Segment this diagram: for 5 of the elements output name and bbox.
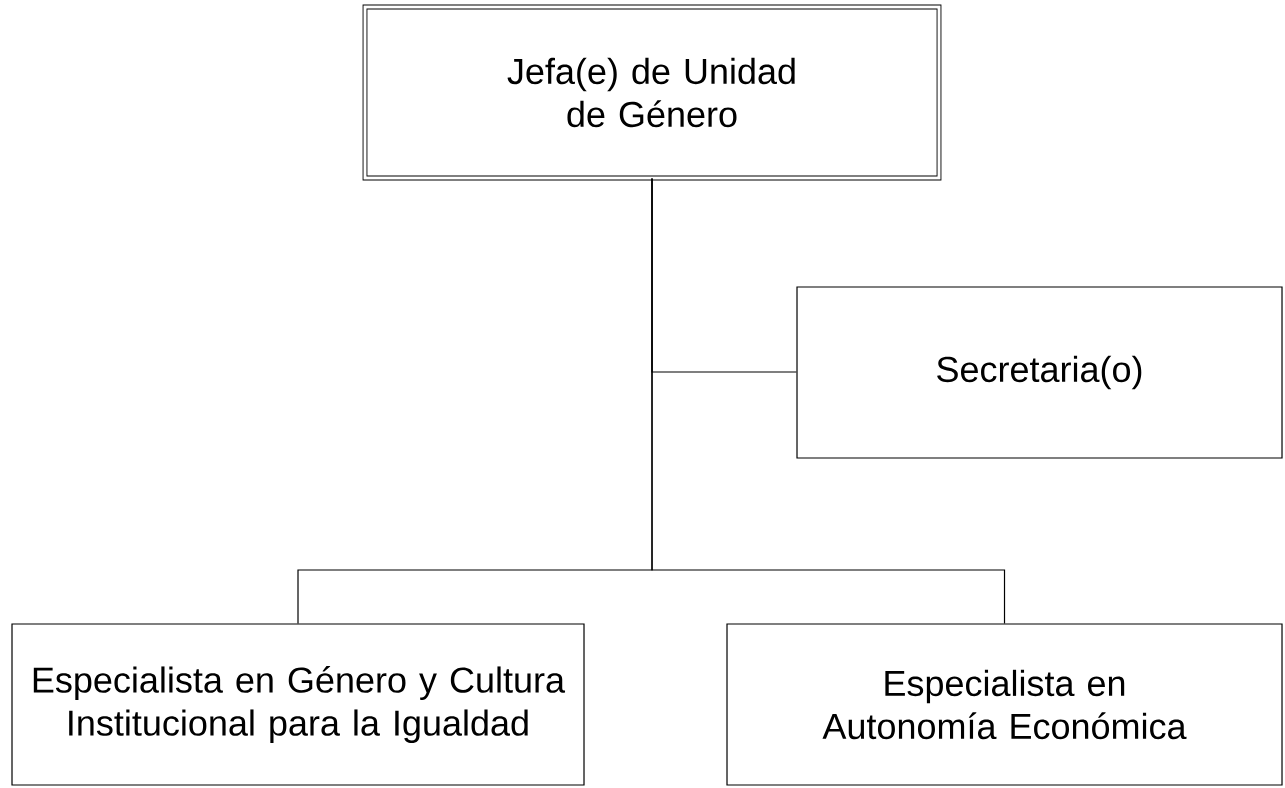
position-box: Secretaria(o) [796,286,1283,459]
position-box: Especialista en Autonomía Económica [726,623,1283,786]
connector-line [651,177,1006,624]
position-box: Jefa(e) de Unidad de Género [362,4,942,181]
position-box: Especialista en Género y Cultura Institucional para la Igualdad [11,623,585,786]
